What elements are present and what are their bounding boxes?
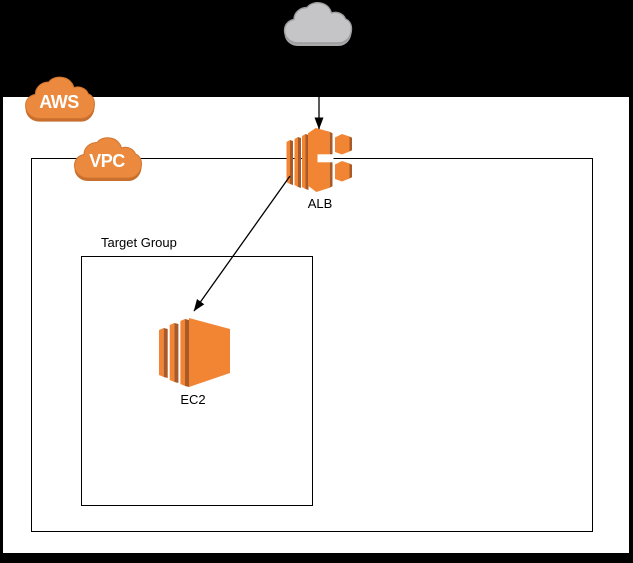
alb-label: ALB [307, 196, 333, 211]
target-group-label: Target Group [101, 235, 177, 250]
internet-cloud-icon [281, 2, 353, 50]
aws-label: AWS [39, 92, 79, 112]
vpc-cloud-icon: VPC [71, 135, 143, 185]
ec2-icon [159, 318, 230, 388]
alb-icon [286, 128, 352, 192]
ec2-label: EC2 [180, 392, 206, 407]
vpc-label: VPC [89, 151, 125, 171]
aws-cloud-icon: AWS [22, 76, 96, 124]
